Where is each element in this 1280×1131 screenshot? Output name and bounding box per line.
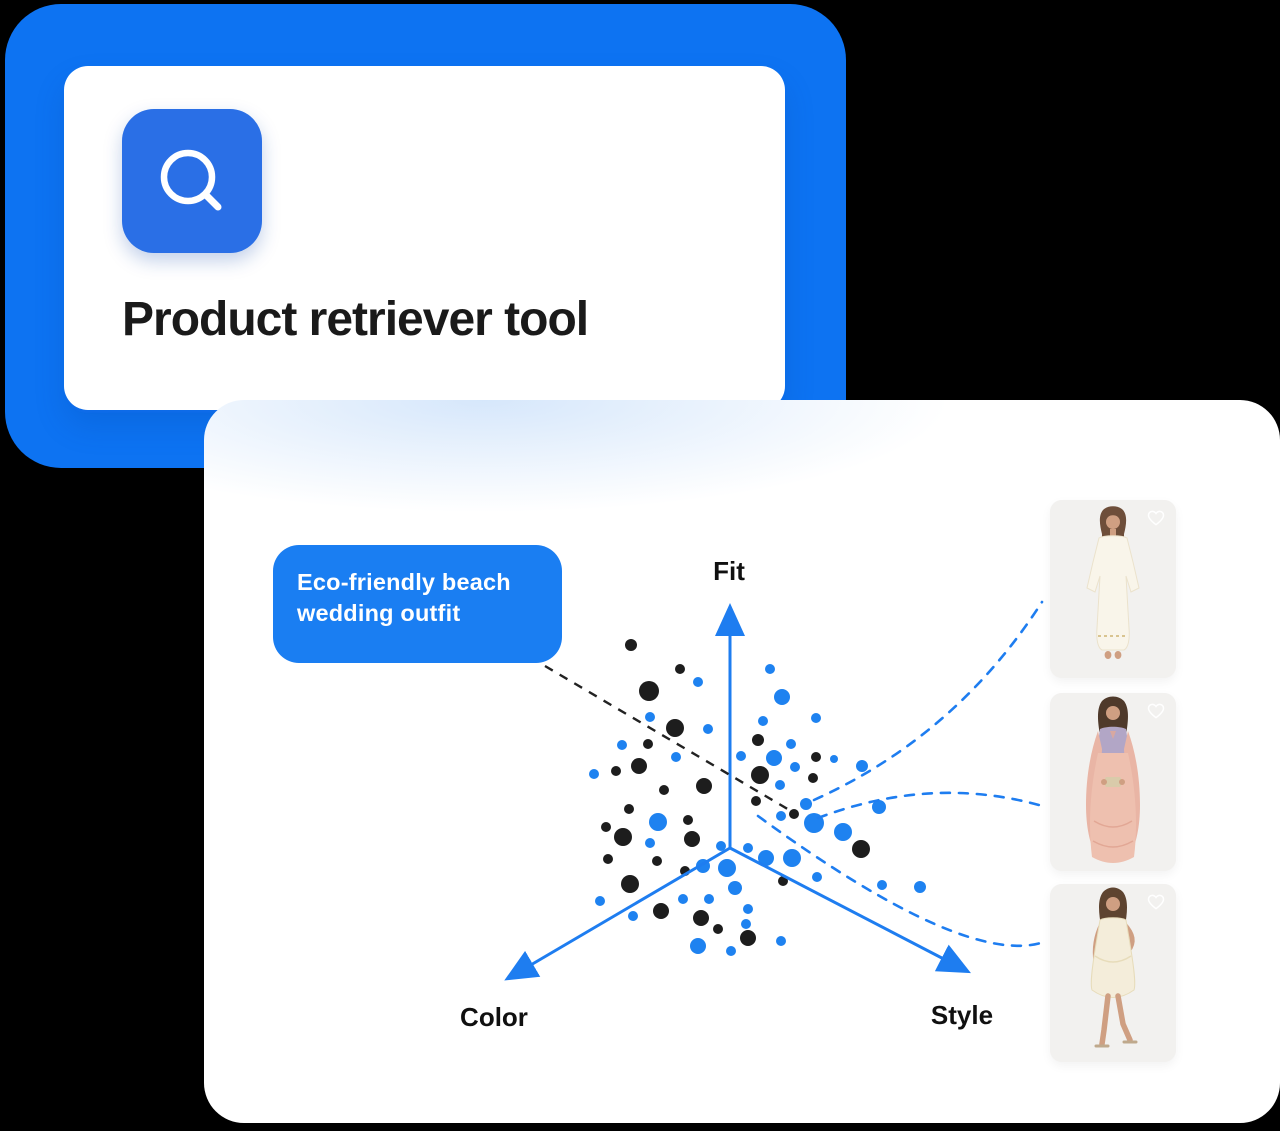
blue-point <box>716 841 726 851</box>
black-point <box>683 815 693 825</box>
blue-point <box>914 881 926 893</box>
blue-point <box>830 755 838 763</box>
match-curve-2 <box>816 791 1048 820</box>
blue-point <box>786 739 796 749</box>
tool-card: Product retriever tool <box>5 4 846 468</box>
axis-label-fit: Fit <box>713 556 745 586</box>
blue-point <box>783 849 801 867</box>
blue-point <box>765 664 775 674</box>
blue-point <box>834 823 852 841</box>
black-point <box>696 778 712 794</box>
blue-point <box>649 813 667 831</box>
product-photo-long-cream-kaftan <box>1050 500 1176 678</box>
black-point <box>693 910 709 926</box>
product-card-3[interactable] <box>1050 884 1176 1062</box>
black-point <box>713 924 723 934</box>
retrieval-panel: Fit Color Style Eco-friendly beach weddi… <box>204 400 1280 1123</box>
favorite-heart-icon[interactable] <box>1146 701 1166 721</box>
product-photo-pink-maxi-dress <box>1050 693 1176 871</box>
black-point <box>631 758 647 774</box>
blue-point <box>693 677 703 687</box>
blue-point <box>877 880 887 890</box>
black-point <box>653 903 669 919</box>
black-point <box>643 739 653 749</box>
blue-point <box>628 911 638 921</box>
black-point <box>601 822 611 832</box>
black-point <box>614 828 632 846</box>
black-point <box>611 766 621 776</box>
product-photo-short-cream-dress <box>1050 884 1176 1062</box>
black-point <box>752 734 764 746</box>
black-point <box>675 664 685 674</box>
search-icon-tile <box>122 109 262 253</box>
query-tag-text: Eco-friendly beach wedding outfit <box>297 569 511 626</box>
product-card-2[interactable] <box>1050 693 1176 871</box>
blue-point <box>741 919 751 929</box>
black-point <box>751 766 769 784</box>
blue-point <box>617 740 627 750</box>
black-point <box>808 773 818 783</box>
query-tag: Eco-friendly beach wedding outfit <box>273 545 562 663</box>
product-card-1[interactable] <box>1050 500 1176 678</box>
black-point <box>666 719 684 737</box>
favorite-heart-icon[interactable] <box>1146 508 1166 528</box>
axis-style <box>729 846 971 974</box>
blue-point <box>671 752 681 762</box>
blue-point <box>589 769 599 779</box>
blue-point <box>703 724 713 734</box>
blue-point <box>758 716 768 726</box>
black-point <box>852 840 870 858</box>
blue-point <box>766 750 782 766</box>
blue-point <box>872 800 886 814</box>
query-pointer-line <box>544 664 792 813</box>
black-point <box>740 930 756 946</box>
blue-point <box>812 872 822 882</box>
blue-point <box>758 850 774 866</box>
blue-point <box>726 946 736 956</box>
blue-point <box>743 843 753 853</box>
black-point <box>625 639 637 651</box>
axes <box>504 603 971 981</box>
black-point <box>621 875 639 893</box>
black-point <box>624 804 634 814</box>
blue-point <box>790 762 800 772</box>
blue-point <box>743 904 753 914</box>
blue-point <box>595 896 605 906</box>
blue-point <box>856 760 868 772</box>
blue-point <box>704 894 714 904</box>
blue-point <box>645 712 655 722</box>
blue-point <box>736 751 746 761</box>
black-point <box>639 681 659 701</box>
blue-point <box>775 780 785 790</box>
scatter-chart: Fit Color Style <box>460 556 1048 1032</box>
black-point <box>684 831 700 847</box>
match-curve-1 <box>812 600 1044 802</box>
blue-point <box>811 713 821 723</box>
blue-point <box>690 938 706 954</box>
blue-point <box>776 811 786 821</box>
tool-title: Product retriever tool <box>122 293 589 346</box>
black-point <box>789 809 799 819</box>
black-point <box>659 785 669 795</box>
tool-inner-card: Product retriever tool <box>64 66 785 410</box>
black-point <box>811 752 821 762</box>
blue-point <box>718 859 736 877</box>
blue-point <box>800 798 812 810</box>
blue-point <box>774 689 790 705</box>
scatter-points <box>589 639 926 956</box>
search-icon <box>160 149 222 211</box>
match-curves <box>756 600 1048 948</box>
axis-label-style: Style <box>931 1000 993 1030</box>
black-point <box>603 854 613 864</box>
blue-point <box>728 881 742 895</box>
axis-label-color: Color <box>460 1002 528 1032</box>
blue-point <box>645 838 655 848</box>
black-point <box>751 796 761 806</box>
match-curve-3 <box>756 814 1046 948</box>
favorite-heart-icon[interactable] <box>1146 892 1166 912</box>
blue-point <box>776 936 786 946</box>
axis-color <box>504 846 731 981</box>
blue-point <box>678 894 688 904</box>
black-point <box>652 856 662 866</box>
